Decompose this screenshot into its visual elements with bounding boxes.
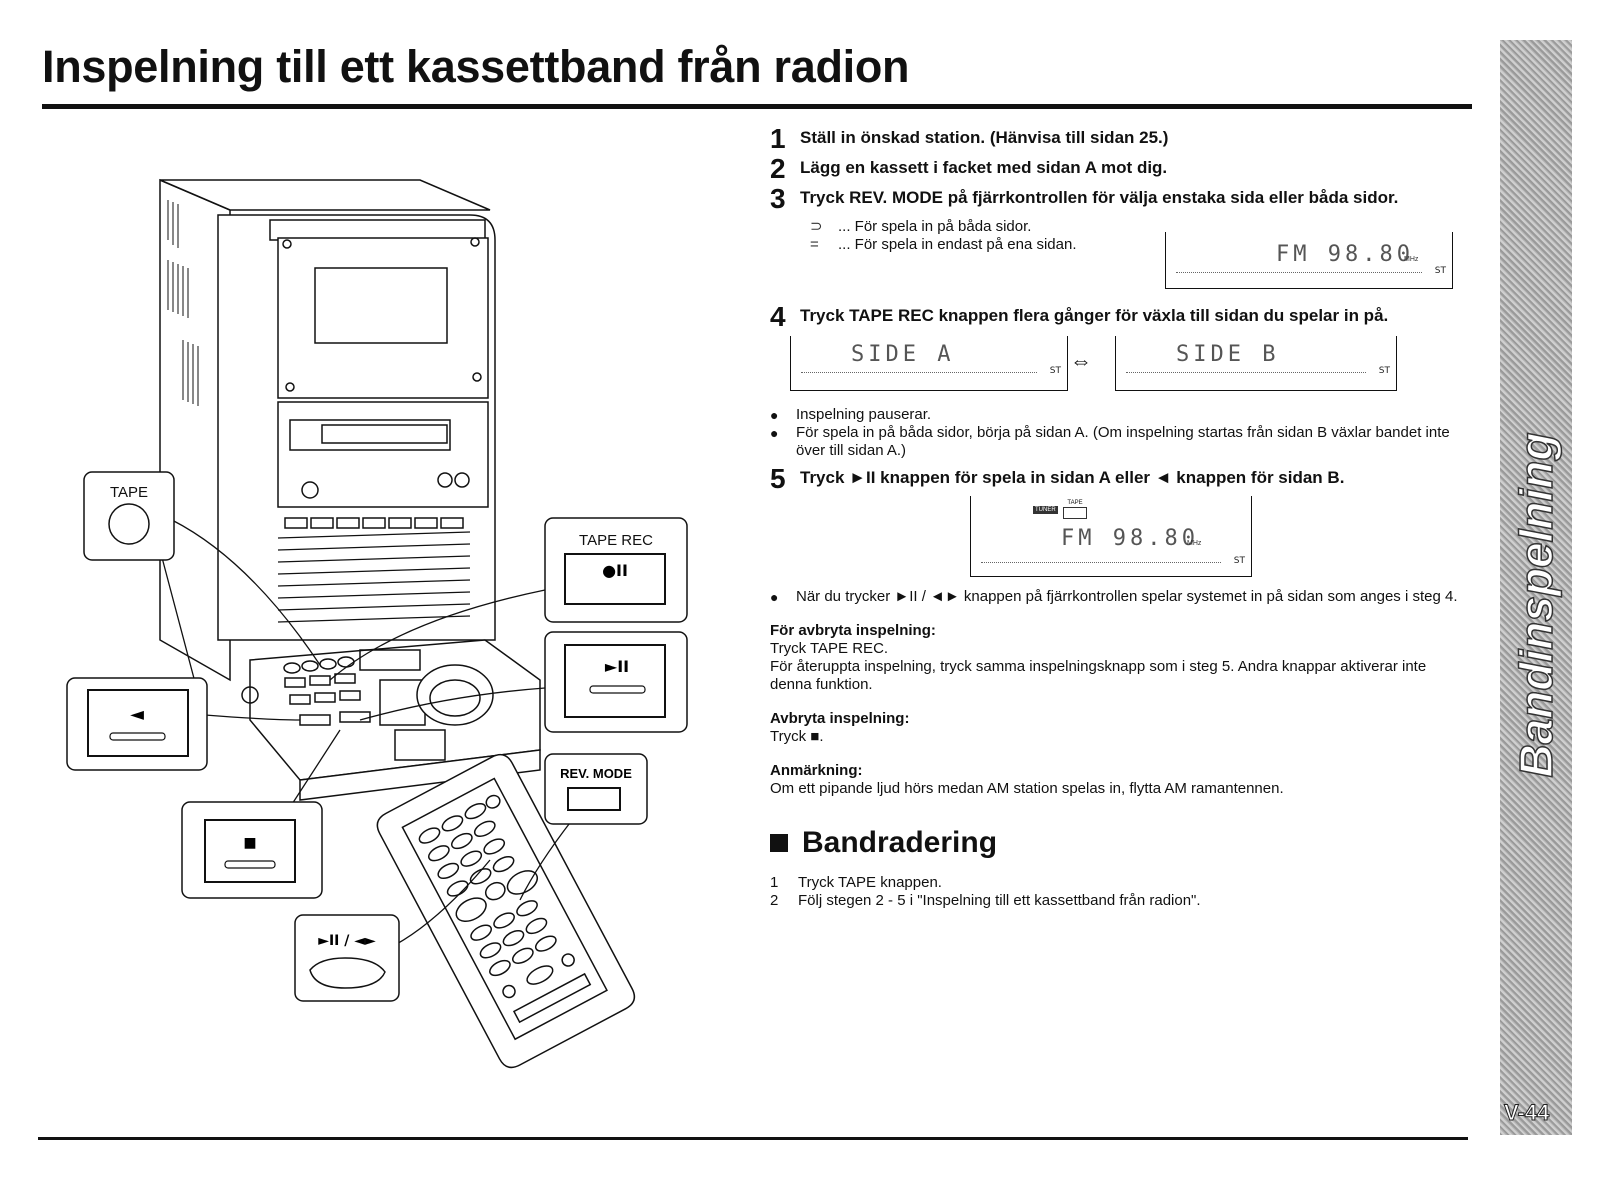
remote-play-callout: ►II / ◄► [294, 914, 400, 1002]
step-text: Lägg en kassett i facket med sidan A mot… [800, 158, 1168, 177]
side-a-display: SIDE A ST [790, 336, 1068, 391]
stereo-indicator: ST [1233, 556, 1245, 566]
toggle-arrow-icon: ⇔ [1070, 348, 1092, 373]
mhz-label: MHz [1404, 256, 1419, 263]
step-number: 2 [770, 153, 786, 184]
step-number: 5 [770, 463, 786, 494]
step-text: Tryck ►II knappen för spela in sidan A e… [800, 468, 1345, 487]
title-rule [42, 104, 1472, 109]
tuner-indicator: TUNER [1033, 506, 1058, 514]
stereo-illustration: TAPE TAPE REC ●II ►II ◄ REV. MODE ■ ►II … [66, 178, 688, 1069]
erase-title: Bandradering [770, 826, 1470, 860]
step-3: 3 Tryck REV. MODE på fjärrkontrollen för… [770, 183, 1470, 214]
stop-line2: För återuppta inspelning, tryck samma in… [770, 658, 1427, 693]
square-bullet-icon [770, 834, 788, 852]
rev-mode-block: ⊃... För spela in på båda sidor. =... Fö… [770, 216, 1470, 292]
rev-mode-option-both: ⊃... För spela in på båda sidor. [810, 218, 1032, 235]
note-line: Om ett pipande ljud hörs medan AM statio… [770, 780, 1284, 797]
tape-callout-label: TAPE [110, 484, 148, 501]
steps-column: 1 Ställ in önskad station. (Hänvisa till… [770, 123, 1470, 910]
note-heading: Anmärkning: [770, 762, 863, 779]
step-number: 1 [770, 123, 786, 154]
step-number: 3 [770, 183, 786, 214]
step-text: Tryck REV. MODE på fjärrkontrollen för v… [800, 188, 1399, 207]
fm-display-text: FM 98.80 [1061, 526, 1199, 551]
step-4: 4 Tryck TAPE REC knappen flera gånger fö… [770, 301, 1470, 332]
step-2: 2 Lägg en kassett i facket med sidan A m… [770, 153, 1470, 184]
step5-note: ●När du trycker ►II / ◄► knappen på fjär… [770, 588, 1458, 605]
stop-callout: ■ [181, 801, 323, 899]
stereo-indicator: ST [1378, 366, 1390, 376]
fm-display-text: FM 98.80 [1276, 242, 1414, 267]
stereo-indicator: ST [1434, 266, 1446, 276]
cancel-line: Tryck ■. [770, 728, 824, 745]
rec-pause-symbol: ●II [602, 561, 628, 580]
tape-indicator-icon: TAPE [1063, 500, 1087, 519]
reverse-symbol: ◄ [130, 704, 144, 725]
side-displays: SIDE A ST ⇔ SIDE B ST [770, 336, 1470, 406]
sidebar-label: Bandinspelning [1509, 432, 1563, 779]
bottom-rule [38, 1137, 1468, 1140]
step-5: 5 Tryck ►II knappen för spela in sidan A… [770, 463, 1470, 494]
rev-mode-callout: REV. MODE [544, 753, 648, 825]
step-number: 4 [770, 301, 786, 332]
step4-note: ●Inspelning pauserar. [770, 406, 932, 423]
rev-mode-callout-label: REV. MODE [560, 766, 632, 781]
side-a-text: SIDE A [851, 342, 955, 367]
cancel-heading: Avbryta inspelning: [770, 710, 910, 727]
page-number: V-44 [1503, 1100, 1550, 1126]
record-display-block: TUNER TAPE FM 98.80 MHz ST [770, 496, 1470, 588]
reverse-callout: ◄ [66, 677, 208, 771]
note-section: Anmärkning: Om ett pipande ljud hörs med… [770, 762, 1470, 798]
side-b-display: SIDE B ST [1115, 336, 1397, 391]
rev-mode-option-one: =... För spela in endast på ena sidan. [810, 236, 1077, 253]
stereo-indicator: ST [1049, 366, 1061, 376]
page-title: Inspelning till ett kassettband från rad… [42, 41, 910, 92]
side-b-text: SIDE B [1176, 342, 1280, 367]
step-text: Ställ in önskad station. (Hänvisa till s… [800, 128, 1169, 147]
sidebar-tab [1500, 40, 1572, 1135]
both-sides-icon: ⊃ [810, 218, 823, 235]
stop-symbol: ■ [243, 835, 256, 851]
record-display: TUNER TAPE FM 98.80 MHz ST [970, 496, 1252, 577]
remote-play-symbol: ►II / ◄► [318, 933, 376, 949]
tape-callout: TAPE [83, 471, 175, 561]
stop-line1: Tryck TAPE REC. [770, 640, 889, 657]
tape-rec-callout-label: TAPE REC [579, 532, 653, 549]
stop-heading: För avbryta inspelning: [770, 622, 936, 639]
step-text: Tryck TAPE REC knappen flera gånger för … [800, 306, 1389, 325]
fm-display: FM 98.80 MHz ST [1165, 232, 1453, 289]
tape-rec-callout: TAPE REC ●II [544, 517, 688, 623]
play-pause-callout: ►II [544, 631, 688, 733]
stop-section: För avbryta inspelning: Tryck TAPE REC. … [770, 622, 1470, 694]
one-side-icon: = [810, 236, 819, 253]
cancel-section: Avbryta inspelning: Tryck ■. [770, 710, 1470, 746]
mhz-label: MHz [1187, 540, 1202, 547]
play-pause-symbol: ►II [605, 657, 629, 676]
step4-note: ●För spela in på båda sidor, börja på si… [770, 424, 1450, 459]
step-1: 1 Ställ in önskad station. (Hänvisa till… [770, 123, 1470, 154]
